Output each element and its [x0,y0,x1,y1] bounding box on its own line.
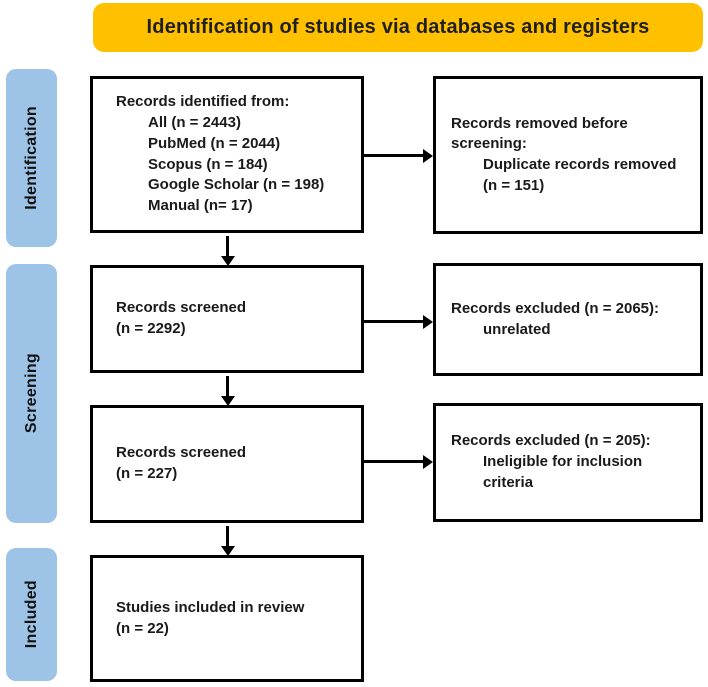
box-heading: Records removed before screening: [451,114,628,153]
box-line: (n = 151) [483,176,545,194]
box-line: Manual (n= 17) [148,196,253,214]
stage-identification-label: Identification [22,106,40,210]
arrow-right-screened1-to-excluded1 [364,314,433,329]
box-line: Studies included in review [116,598,305,616]
box-studies-included: Studies included in review (n = 22) [90,555,364,682]
arrow-down-screened1-to-screened2 [220,376,235,406]
box-records-removed: Records removed before screening: Duplic… [433,76,703,234]
banner: Identification of studies via databases … [93,3,703,52]
stage-screening-label: Screening [22,353,40,434]
box-heading: Records excluded (n = 2065): [451,299,659,317]
box-records-excluded-1: Records excluded (n = 2065): unrelated [433,263,703,376]
box-line: Google Scholar (n = 198) [148,176,325,194]
box-records-screened-2: Records screened (n = 227) [90,405,364,523]
box-line: Records screened [116,299,247,317]
box-line: (n = 22) [116,619,169,637]
box-line: Records screened [116,444,247,462]
box-line: Duplicate records removed [483,156,677,173]
stage-screening: Screening [6,264,57,523]
box-heading: Records excluded (n = 205): [451,432,651,450]
banner-title: Identification of studies via databases … [146,16,650,38]
arrow-right-identified-to-removed [364,148,433,163]
box-line: (n = 227) [116,465,178,482]
box-records-screened-1: Records screened (n = 2292) [90,265,364,373]
box-line: PubMed (n = 2044) [148,134,281,152]
box-line: unrelated [483,320,551,338]
arrow-down-screened2-to-included [220,526,235,556]
stage-identification: Identification [6,69,57,247]
box-line: Scopus (n = 184) [148,155,268,173]
arrow-down-identified-to-screened [220,236,235,266]
stage-included-label: Included [22,580,40,649]
box-records-identified: Records identified from: All (n = 2443) … [90,76,364,233]
box-line: All (n = 2443) [148,114,241,132]
box-records-excluded-2: Records excluded (n = 205): Ineligible f… [433,403,703,522]
box-line: Ineligible for inclusion criteria [483,453,643,491]
arrow-right-screened2-to-excluded2 [364,454,433,469]
box-line: (n = 2292) [116,320,186,337]
stage-included: Included [6,548,57,681]
box-heading: Records identified from: [116,93,290,111]
